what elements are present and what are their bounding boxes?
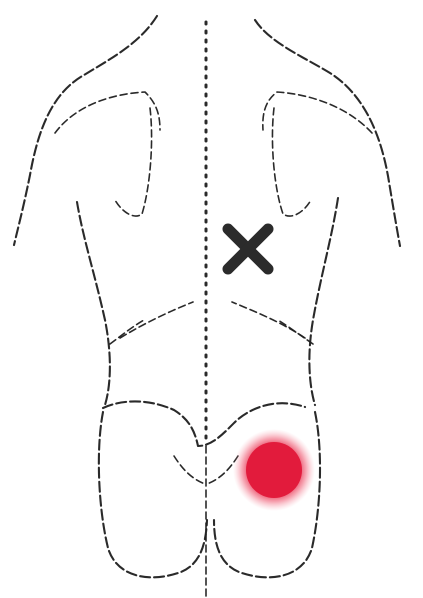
right-rib-line (232, 302, 305, 338)
x-mark-icon (228, 229, 268, 269)
left-rib-line-short (110, 320, 144, 344)
right-arm-inner-line (272, 108, 311, 216)
right-shoulder-outline (255, 20, 400, 246)
sacrum-left (174, 456, 205, 484)
left-arm-crease (55, 92, 160, 133)
left-rib-line (120, 302, 193, 338)
left-shoulder-outline (14, 16, 157, 245)
pain-spot-icon (233, 429, 315, 511)
right-torso-side (309, 198, 338, 405)
right-arm-crease (263, 92, 372, 133)
left-buttock-outline (99, 412, 207, 577)
left-arm-inner-line (115, 108, 152, 216)
left-torso-side (77, 202, 110, 405)
